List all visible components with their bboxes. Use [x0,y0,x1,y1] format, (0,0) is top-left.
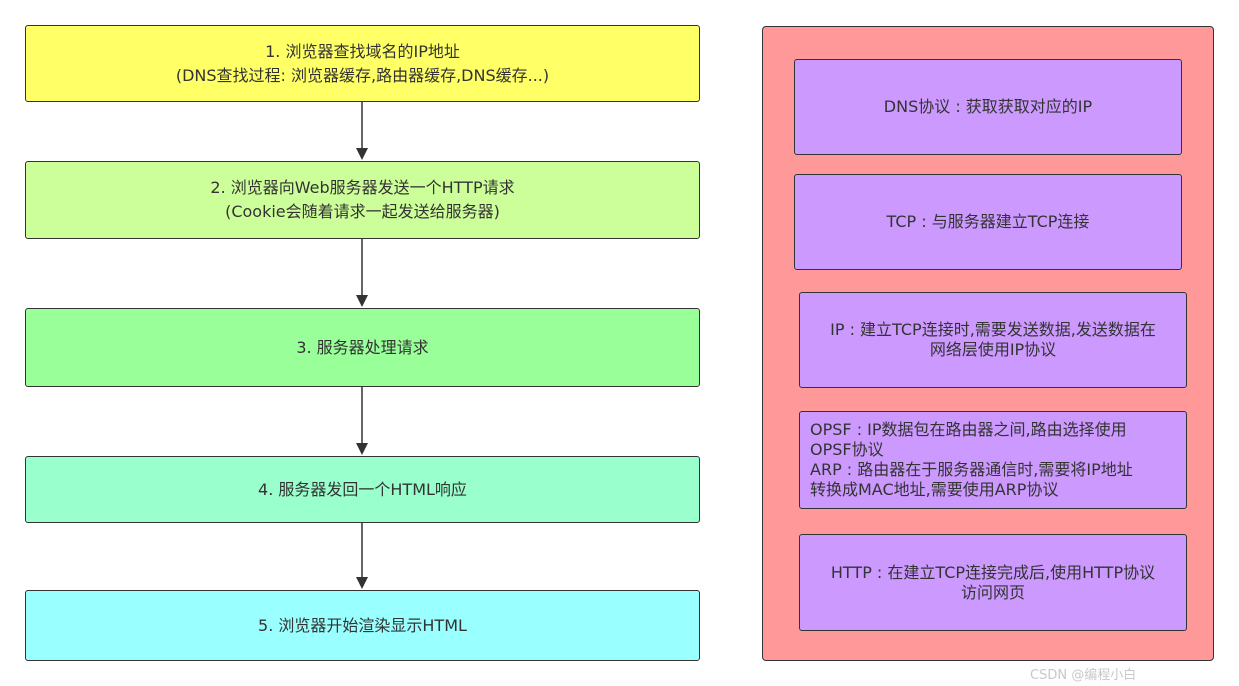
protocol-http-line-1: HTTP : 在建立TCP连接完成后,使用HTTP协议 [830,562,1156,582]
step-1-line-1: 1. 浏览器查找域名的IP地址 [265,41,460,61]
step-2-line-1: 2. 浏览器向Web服务器发送一个HTTP请求 [210,178,515,197]
protocol-ip-box: IP : 建立TCP连接时,需要发送数据,发送数据在 网络层使用IP协议 [799,292,1187,388]
protocol-arp-line-2: 转换成MAC地址,需要使用ARP协议 [810,480,1059,499]
arrowhead-3-4 [356,443,368,455]
step-4-line-1: 4. 服务器发回一个HTML响应 [258,479,467,499]
step-3-line-1: 3. 服务器处理请求 [296,337,429,357]
protocol-opsf-line-2: OPSF协议 [810,440,884,459]
arrowhead-2-3 [356,295,368,307]
protocol-ip-line-2: 网络层使用IP协议 [929,340,1057,359]
protocol-ip-line-1: IP : 建立TCP连接时,需要发送数据,发送数据在 [830,320,1156,339]
protocol-http-line-2: 访问网页 [960,582,1025,602]
protocol-tcp-box: TCP : 与服务器建立TCP连接 [794,174,1182,270]
step-4-box: 4. 服务器发回一个HTML响应 [25,456,700,523]
protocol-http-box: HTTP : 在建立TCP连接完成后,使用HTTP协议 访问网页 [799,534,1187,631]
step-1-box: 1. 浏览器查找域名的IP地址 (DNS查找过程: 浏览器缓存,路由器缓存,DN… [25,25,700,102]
watermark: CSDN @编程小白 [1030,668,1137,683]
protocol-arp-line-1: ARP : 路由器在于服务器通信时,需要将IP地址 [810,460,1133,479]
step-5-box: 5. 浏览器开始渲染显示HTML [25,590,700,661]
arrowhead-4-5 [356,577,368,589]
arrowhead-1-2 [356,148,368,160]
step-5-line-1: 5. 浏览器开始渲染显示HTML [258,615,467,635]
step-1-line-2: (DNS查找过程: 浏览器缓存,路由器缓存,DNS缓存...) [175,65,550,85]
protocol-opsf-arp-box: OPSF : IP数据包在路由器之间,路由选择使用 OPSF协议 ARP : 路… [799,411,1187,509]
protocol-opsf-line-1: OPSF : IP数据包在路由器之间,路由选择使用 [810,420,1127,439]
step-3-box: 3. 服务器处理请求 [25,308,700,387]
protocol-dns-line-1: DNS协议 : 获取获取对应的IP [883,97,1093,116]
step-2-box: 2. 浏览器向Web服务器发送一个HTTP请求 (Cookie会随着请求一起发送… [25,161,700,239]
step-2-line-2: (Cookie会随着请求一起发送给服务器) [225,202,500,221]
protocol-tcp-line-1: TCP : 与服务器建立TCP连接 [886,212,1090,231]
protocol-dns-box: DNS协议 : 获取获取对应的IP [794,59,1182,155]
